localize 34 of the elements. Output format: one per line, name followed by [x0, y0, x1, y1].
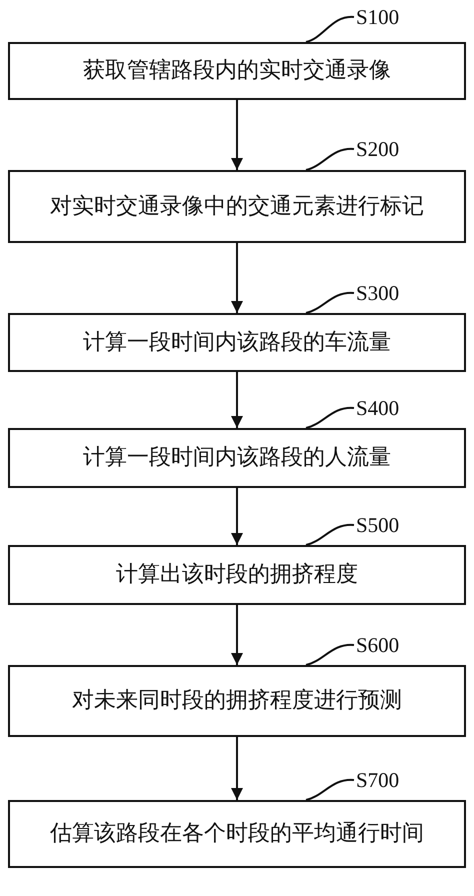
arrow — [231, 488, 243, 545]
process-box — [8, 170, 466, 243]
leader-line — [306, 778, 354, 801]
step-text: 获取管辖路段内的实时交通录像 — [82, 57, 392, 85]
leader-line — [306, 644, 354, 666]
step-number: S400 — [356, 397, 400, 419]
arrow — [231, 605, 243, 665]
leader-line — [306, 524, 354, 546]
arrow — [231, 100, 243, 170]
step-text: 计算出该时段的拥挤程度 — [115, 561, 359, 589]
process-box — [8, 800, 466, 868]
step-number: S500 — [356, 514, 400, 536]
arrow — [231, 243, 243, 313]
leader-line — [306, 292, 354, 314]
step-text: 估算该路段在各个时段的平均通行时间 — [49, 820, 425, 848]
step-text: 计算一段时间内该路段的人流量 — [82, 444, 392, 472]
step-number: S200 — [356, 138, 400, 160]
process-box — [8, 42, 466, 100]
leader-line — [306, 406, 354, 429]
step-number: S600 — [356, 634, 400, 656]
process-box — [8, 545, 466, 605]
step-text: 对实时交通录像中的交通元素进行标记 — [49, 192, 425, 220]
step-text: 对未来同时段的拥挤程度进行预测 — [71, 687, 403, 715]
leader-line — [306, 148, 354, 171]
process-box — [8, 428, 466, 488]
arrow — [231, 737, 243, 800]
step-text: 计算一段时间内该路段的车流量 — [82, 328, 392, 356]
step-number: S700 — [356, 769, 400, 791]
process-box — [8, 665, 466, 737]
step-number: S100 — [356, 6, 400, 28]
process-box — [8, 313, 466, 372]
arrow — [231, 372, 243, 428]
step-number: S300 — [356, 282, 400, 304]
leader-line — [306, 16, 354, 43]
